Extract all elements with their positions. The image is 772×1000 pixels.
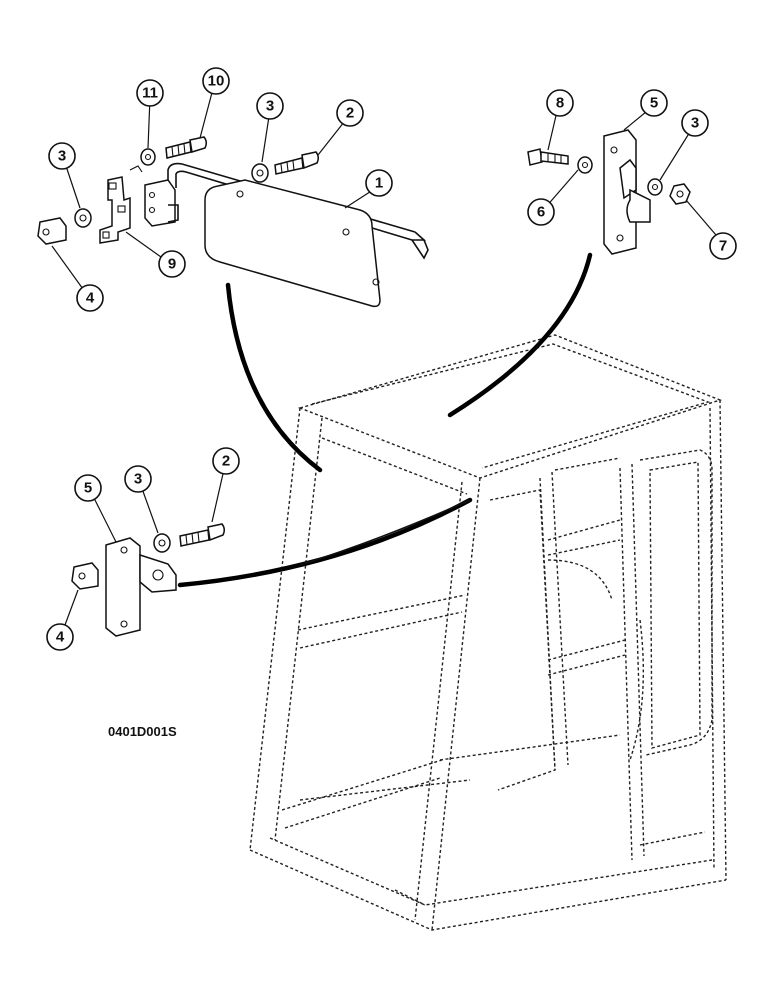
washer-part-3	[251, 163, 269, 183]
svg-text:4: 4	[86, 290, 95, 307]
bracket-part-9	[99, 176, 131, 244]
callout-5: 5	[74, 474, 102, 502]
svg-text:5: 5	[84, 480, 92, 497]
callout-4: 4	[76, 284, 104, 312]
svg-text:8: 8	[556, 95, 564, 112]
svg-text:2: 2	[222, 453, 230, 470]
hinge-block	[144, 179, 176, 227]
washer-part-11	[140, 148, 156, 166]
svg-text:2: 2	[346, 105, 354, 122]
figure-code: 0401D001S	[108, 724, 177, 739]
callout-5: 5	[640, 89, 668, 117]
bolt-part-10	[165, 136, 208, 159]
callout-7: 7	[709, 232, 737, 260]
callout-10: 10	[202, 67, 230, 95]
callout-3: 3	[681, 109, 709, 137]
leader-right-bracket-to-cab	[447, 252, 593, 418]
leader-front-thin	[299, 499, 471, 566]
bolt-part-8	[527, 148, 569, 166]
spacer-part-6	[577, 156, 593, 174]
bracket-part-5	[105, 537, 177, 637]
svg-text:3: 3	[691, 115, 699, 132]
callout-3: 3	[48, 142, 76, 170]
svg-text:6: 6	[537, 204, 545, 221]
cab-frame	[249, 334, 727, 931]
svg-text:1: 1	[375, 175, 383, 192]
svg-text:3: 3	[134, 471, 142, 488]
washer-part-3	[74, 208, 92, 228]
svg-text:5: 5	[650, 95, 658, 112]
bracket-part-5	[603, 129, 651, 255]
nut-part-7	[669, 183, 691, 205]
callout-2: 2	[212, 447, 240, 475]
callout-3: 3	[256, 92, 284, 120]
callout-4: 4	[46, 623, 74, 651]
bolt-part-2	[274, 151, 320, 175]
callout-3: 3	[124, 465, 152, 493]
bolt-part-2	[179, 523, 226, 547]
svg-text:7: 7	[719, 238, 727, 255]
leader-visor-to-cab	[225, 282, 323, 473]
callout-9: 9	[158, 250, 186, 278]
callout-11: 11	[136, 79, 164, 107]
callout-1: 1	[365, 169, 393, 197]
washer-part-3	[647, 178, 663, 196]
svg-text:9: 9	[168, 256, 176, 273]
svg-text:10: 10	[208, 73, 225, 90]
svg-text:3: 3	[58, 148, 66, 165]
callout-2: 2	[336, 99, 364, 127]
sun-visor	[204, 179, 381, 308]
callout-8: 8	[546, 89, 574, 117]
washer-part-3	[153, 533, 171, 553]
clip-part-4	[37, 217, 67, 245]
leader-left-bracket-to-cab	[177, 497, 473, 588]
svg-text:3: 3	[266, 98, 274, 115]
sun-visor-assembly	[144, 162, 429, 308]
callout-6: 6	[527, 198, 555, 226]
svg-text:4: 4	[56, 629, 65, 646]
svg-text:11: 11	[142, 85, 158, 102]
